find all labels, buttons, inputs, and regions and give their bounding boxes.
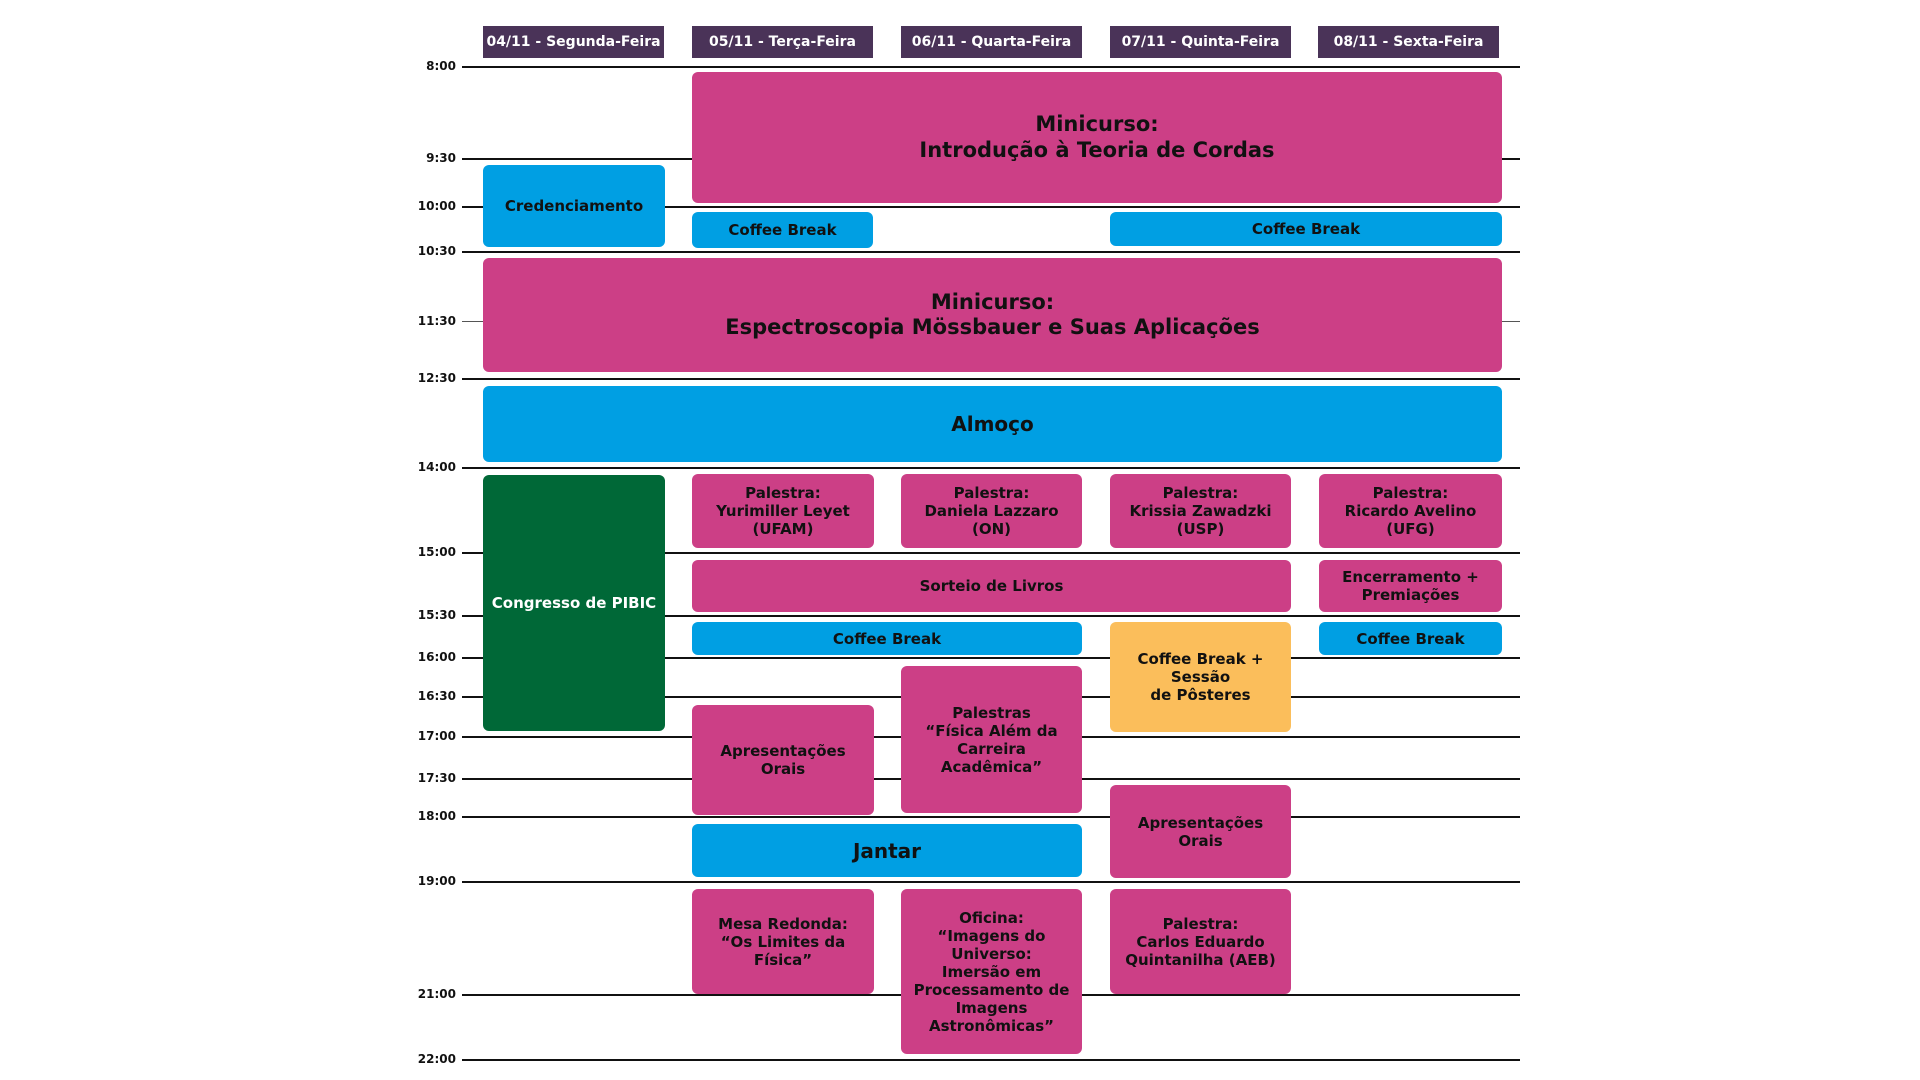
day-header-monday: 04/11 - Segunda-Feira (483, 26, 664, 58)
grid-line (462, 378, 1520, 380)
time-label: 11:30 (417, 314, 456, 328)
time-label: 10:30 (417, 244, 456, 258)
time-label: 16:00 (417, 650, 456, 664)
day-header-friday: 08/11 - Sexta-Feira (1318, 26, 1499, 58)
grid-line (462, 657, 1520, 659)
event-minicurso-mossbauer: Minicurso: Espectroscopia Mössbauer e Su… (483, 258, 1502, 372)
event-coffee-break: Coffee Break (692, 212, 873, 248)
event-apresentacoes-orais: Apresentações Orais (1110, 785, 1291, 878)
time-label: 19:00 (417, 874, 456, 888)
grid-line (462, 881, 1520, 883)
event-minicurso-cordas: Minicurso: Introdução à Teoria de Cordas (692, 72, 1502, 203)
grid-line (462, 66, 1520, 68)
event-coffee-break: Coffee Break (1110, 212, 1502, 246)
time-label: 17:30 (417, 771, 456, 785)
time-label: 15:30 (417, 608, 456, 622)
grid-line (462, 816, 1520, 818)
time-label: 18:00 (417, 809, 456, 823)
event-palestra: Palestra: Daniela Lazzaro (ON) (901, 474, 1082, 548)
event-almoco: Almoço (483, 386, 1502, 462)
time-label: 17:00 (417, 729, 456, 743)
event-coffee-break-posteres: Coffee Break + Sessão de Pôsteres (1110, 622, 1291, 732)
time-label: 16:30 (417, 689, 456, 703)
event-palestra: Palestra: Carlos Eduardo Quintanilha (AE… (1110, 889, 1291, 994)
grid-line (462, 615, 1520, 617)
time-label: 14:00 (417, 460, 456, 474)
event-coffee-break: Coffee Break (1319, 622, 1502, 655)
day-header-tuesday: 05/11 - Terça-Feira (692, 26, 873, 58)
time-label: 15:00 (417, 545, 456, 559)
event-palestra: Palestra: Yurimiller Leyet (UFAM) (692, 474, 874, 548)
event-palestras-fisica: Palestras “Física Além da Carreira Acadê… (901, 666, 1082, 813)
event-coffee-break: Coffee Break (692, 622, 1082, 655)
time-label: 21:00 (417, 987, 456, 1001)
event-palestra: Palestra: Krissia Zawadzki (USP) (1110, 474, 1291, 548)
event-apresentacoes-orais: Apresentações Orais (692, 705, 874, 815)
day-header-thursday: 07/11 - Quinta-Feira (1110, 26, 1291, 58)
time-label: 9:30 (426, 151, 456, 165)
event-oficina: Oficina: “Imagens do Universo: Imersão e… (901, 889, 1082, 1054)
event-credenciamento: Credenciamento (483, 165, 665, 247)
time-label: 22:00 (417, 1052, 456, 1066)
time-label: 8:00 (426, 59, 456, 73)
event-congresso-pibic: Congresso de PIBIC (483, 475, 665, 731)
time-label: 10:00 (417, 199, 456, 213)
day-header-wednesday: 06/11 - Quarta-Feira (901, 26, 1082, 58)
event-palestra: Palestra: Ricardo Avelino (UFG) (1319, 474, 1502, 548)
grid-line (462, 1059, 1520, 1061)
event-jantar: Jantar (692, 824, 1082, 877)
grid-line (462, 552, 1520, 554)
event-mesa-redonda: Mesa Redonda: “Os Limites da Física” (692, 889, 874, 994)
event-sorteio-livros: Sorteio de Livros (692, 560, 1291, 612)
event-encerramento: Encerramento + Premiações (1319, 560, 1502, 612)
grid-line (462, 467, 1520, 469)
grid-line (462, 206, 1520, 208)
grid-line (462, 251, 1520, 253)
time-label: 12:30 (417, 371, 456, 385)
